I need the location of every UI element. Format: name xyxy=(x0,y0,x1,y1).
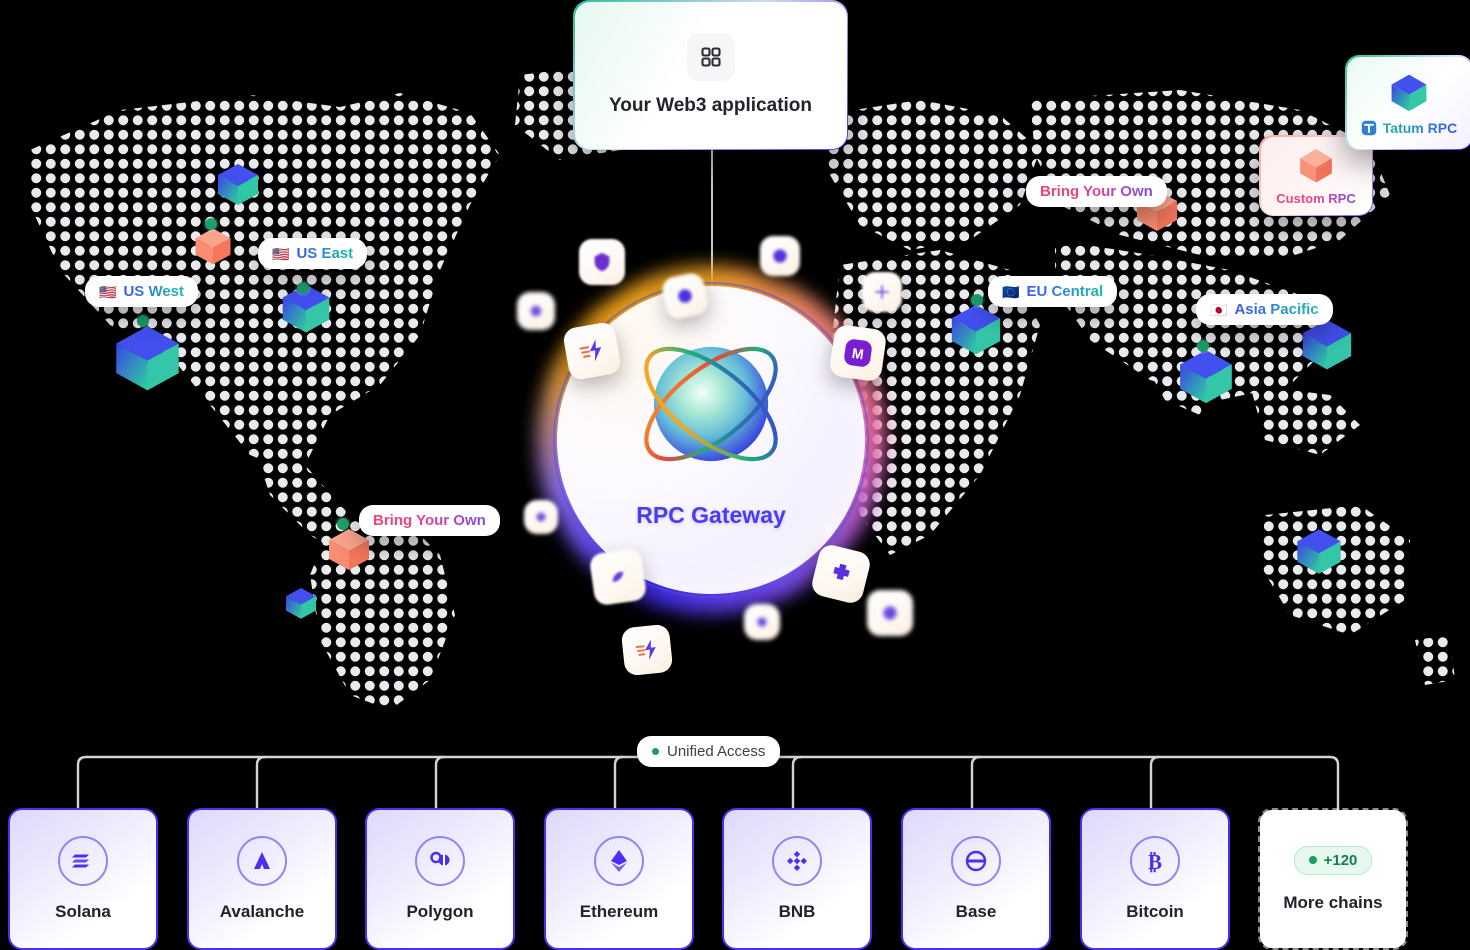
chain-card-solana[interactable]: Solana xyxy=(8,808,158,950)
gateway-label: RPC Gateway xyxy=(636,502,786,528)
cube-icon-sa-small xyxy=(286,588,316,619)
ethereum-icon xyxy=(594,836,644,886)
chain-card-polygon[interactable]: Polygon xyxy=(365,808,515,950)
solana-icon xyxy=(58,836,108,886)
globe-orbit-icon xyxy=(644,346,778,462)
chain-name: Ethereum xyxy=(579,902,659,921)
chain-card-bitcoin[interactable]: ₿ Bitcoin xyxy=(1080,808,1230,950)
avalanche-icon xyxy=(237,836,287,886)
floating-app-tile xyxy=(517,292,555,330)
world-map-dots xyxy=(0,55,1470,715)
flag-icon-us: 🇺🇸 xyxy=(272,245,290,262)
cube-icon-japan xyxy=(1302,319,1352,370)
floating-app-tile-metamask: M xyxy=(828,323,888,383)
unified-access-label: Unified Access xyxy=(667,743,766,760)
more-chains-count: +120 xyxy=(1323,851,1358,869)
floating-app-tile xyxy=(760,236,800,276)
unified-access-badge[interactable]: Unified Access xyxy=(637,736,781,767)
map-label-us-west[interactable]: 🇺🇸 US West xyxy=(85,276,199,307)
flag-icon-eu: 🇪🇺 xyxy=(1002,283,1020,300)
floating-app-tile xyxy=(867,590,913,636)
grid-icon xyxy=(686,33,735,81)
map-label-asia-pacific[interactable]: 🇯🇵 Asia Pacific xyxy=(1196,294,1333,325)
map-label-text: Asia Pacific xyxy=(1234,301,1319,318)
tatum-rpc-label: Tatum RPC xyxy=(1382,119,1458,136)
chain-cards-row: Solana Avalanche xyxy=(0,808,1470,950)
floating-app-tile-lightning xyxy=(620,623,674,677)
chain-name: Avalanche xyxy=(219,902,305,921)
location-dot xyxy=(337,518,349,530)
chain-card-ethereum[interactable]: Ethereum xyxy=(544,808,694,950)
map-label-text: US East xyxy=(296,245,354,262)
svg-text:₿: ₿ xyxy=(1148,850,1162,874)
app-to-gateway-connector xyxy=(711,147,713,307)
base-icon xyxy=(951,836,1001,886)
cube-icon-orange-sa xyxy=(329,529,369,570)
tatum-logo-icon xyxy=(1361,120,1376,135)
floating-app-tile xyxy=(744,604,780,640)
custom-rpc-label: Custom RPC xyxy=(1276,191,1356,206)
custom-rpc-card[interactable]: Custom RPC xyxy=(1259,135,1373,216)
floating-app-tile xyxy=(524,500,558,534)
map-label-bring-your-own-eu[interactable]: Bring Your Own xyxy=(1026,176,1167,207)
cube-icon-us-east xyxy=(282,284,330,333)
flag-icon-jp: 🇯🇵 xyxy=(1210,301,1228,318)
polygon-icon xyxy=(415,836,465,886)
orange-cube-icon xyxy=(1300,149,1332,183)
map-label-bring-your-own-sa[interactable]: Bring Your Own xyxy=(359,505,500,536)
status-dot-icon xyxy=(1308,856,1317,864)
chain-name: Base xyxy=(955,902,997,921)
tatum-cube-icon xyxy=(1391,74,1427,111)
cube-icon-us-west xyxy=(116,326,179,391)
floating-app-tile xyxy=(660,271,710,321)
cube-icon-na-north xyxy=(218,164,258,205)
status-dot-icon xyxy=(652,748,659,755)
map-label-text: Bring Your Own xyxy=(1040,183,1153,200)
bnb-icon xyxy=(772,836,822,886)
cube-icon-eu-central xyxy=(951,304,1001,355)
location-dot xyxy=(205,218,217,230)
chain-name: Bitcoin xyxy=(1126,902,1184,921)
chain-name: Solana xyxy=(55,902,111,921)
map-label-text: US West xyxy=(123,283,185,300)
floating-app-tile xyxy=(862,272,902,312)
floating-app-tile-lightning xyxy=(561,320,623,382)
chain-name: Polygon xyxy=(406,902,474,921)
floating-app-tile-puzzle xyxy=(809,542,873,606)
chain-name: More chains xyxy=(1283,892,1383,912)
location-dot xyxy=(297,282,309,294)
floating-app-tile xyxy=(579,239,625,285)
gateway-circle: RPC Gateway xyxy=(555,284,867,596)
more-chains-badge: +120 xyxy=(1293,845,1373,875)
map-label-text: Bring Your Own xyxy=(373,512,486,529)
map-label-us-east[interactable]: 🇺🇸 US East xyxy=(258,238,368,269)
chain-card-base[interactable]: Base xyxy=(901,808,1051,950)
map-label-text: EU Central xyxy=(1026,283,1104,300)
chain-name: BNB xyxy=(778,902,816,921)
location-dot xyxy=(971,294,983,306)
bitcoin-icon: ₿ xyxy=(1130,836,1180,886)
map-label-eu-central[interactable]: 🇪🇺 EU Central xyxy=(988,276,1118,307)
cube-icon-orange-na xyxy=(195,228,231,265)
chain-card-bnb[interactable]: BNB xyxy=(722,808,872,950)
chain-card-avalanche[interactable]: Avalanche xyxy=(187,808,337,950)
app-card-title: Your Web3 application xyxy=(608,95,813,116)
your-web3-application-card[interactable]: Your Web3 application xyxy=(573,0,848,150)
tatum-rpc-card[interactable]: Tatum RPC xyxy=(1345,55,1470,150)
cube-icon-asia-pacific xyxy=(1180,350,1232,404)
location-dot xyxy=(137,315,149,327)
floating-app-tile xyxy=(588,547,648,607)
cube-icon-australia xyxy=(1297,529,1341,574)
chain-card-more-chains[interactable]: +120 More chains xyxy=(1258,808,1408,950)
location-dot xyxy=(1197,340,1209,352)
flag-icon-us: 🇺🇸 xyxy=(99,283,117,300)
svg-text:M: M xyxy=(851,345,865,362)
